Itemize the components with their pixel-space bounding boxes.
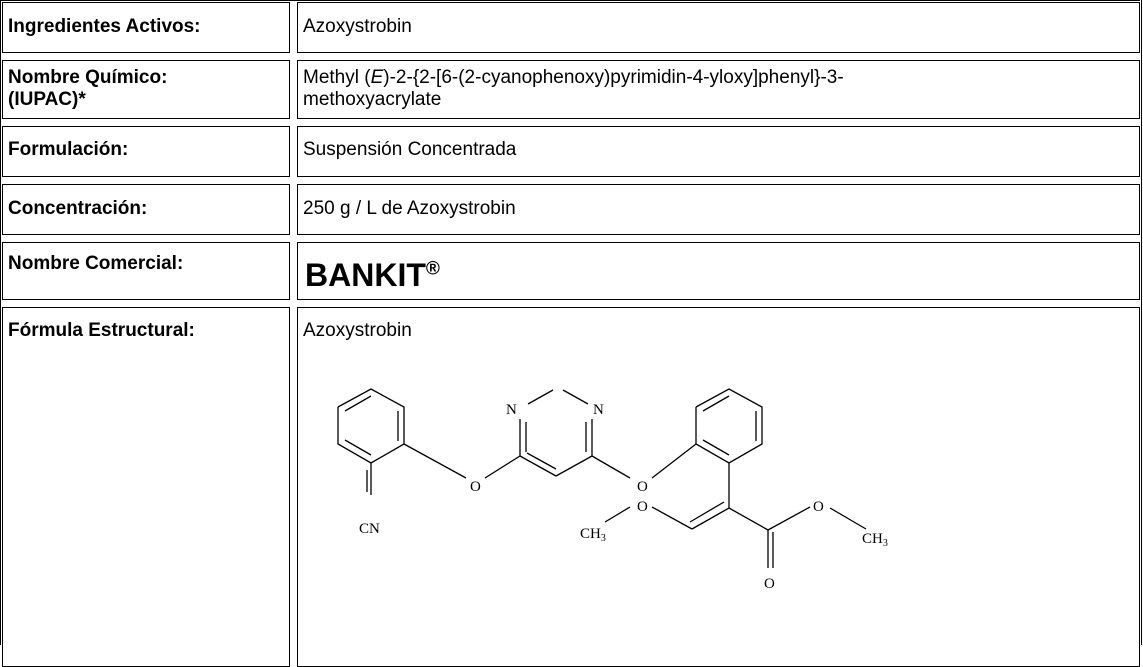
pyr-bond-6 [519,455,557,477]
right-ring-inner-1 [702,395,730,412]
value-nombre-quimico-italic: E [370,67,384,88]
pyr-bond-2 [527,389,554,405]
left-o-bond-a [403,443,467,479]
pyr-bond-3 [562,389,589,405]
left-ring-inner-1 [344,395,372,412]
value-cell-formulacion: Suspensión Concentrada [297,126,1140,177]
methoxy-ch3-bond [604,506,631,523]
pyrimidine-ring [519,389,593,477]
value-formulacion: Suspensión Concentrada [303,139,517,160]
label-formula-estructural: Fórmula Estructural: [8,320,195,341]
cn-label: CN [359,521,380,537]
right-oxygen: O [637,479,648,495]
value-nombre-comercial: BANKIT® [305,257,1139,293]
value-ingredientes-activos: Azoxystrobin [303,16,412,37]
value-nombre-quimico-line1: Methyl (E)-2-{2-[6-(2-cyanophenoxy)pyrim… [303,67,1134,89]
azoxystrobin-structure: CN O N N O O CH3 O CH3 O [337,388,888,592]
methoxy-oxygen: O [637,499,648,515]
value-formula-estructural: Azoxystrobin [303,320,412,341]
label-nombre-quimico-line1: Nombre Químico: [8,67,168,88]
value-concentracion: 250 g / L de Azoxystrobin [303,198,516,219]
pyrimidine-n2: N [593,402,604,418]
label-cell-ingredientes: Ingredientes Activos: [2,2,290,53]
frame-left-outer [0,0,1,645]
label-nombre-comercial: Nombre Comercial: [8,253,184,274]
label-cell-nombre-comercial: Nombre Comercial: [2,242,290,300]
label-ingredientes-activos: Ingredientes Activos: [8,16,201,37]
right-o-bond-b [651,443,697,479]
value-nombre-quimico-pre: Methyl ( [303,67,371,88]
pyr-bond-6b [526,452,557,470]
pyr-bond-5 [555,455,593,477]
label-cell-concentracion: Concentración: [2,184,290,235]
methoxy-o-bond [651,506,693,530]
chain-double-a [691,507,730,530]
label-cell-nombre-quimico: Nombre Químico: (IUPAC)* [2,60,290,119]
right-benzene-ring [695,388,763,464]
ester-oxygen: O [813,499,824,515]
chain-ester [728,507,769,531]
frame-top-outer [0,0,1140,1]
ester-o [767,506,811,531]
label-cell-formula-estructural: Fórmula Estructural: [2,307,290,667]
left-ring-inner-3 [344,439,372,456]
right-ring-bonds [695,388,763,464]
methoxy-ch3: CH3 [580,526,606,544]
label-cell-formulacion: Formulación: [2,126,290,177]
pyrimidine-n1: N [506,402,517,418]
value-cell-formula-estructural: Azoxystrobin [297,307,1140,667]
left-o-bond-b [484,455,521,479]
value-cell-concentracion: 250 g / L de Azoxystrobin [297,184,1140,235]
registered-mark: ® [425,258,440,280]
chain-double-b [689,501,725,523]
left-oxygen: O [470,479,481,495]
value-cell-nombre-comercial: BANKIT® [297,242,1140,300]
value-cell-ingredientes: Azoxystrobin [297,2,1140,53]
carbonyl-oxygen: O [764,576,775,592]
label-formulacion: Formulación: [8,139,129,160]
right-o-bond-a [591,455,631,479]
label-nombre-quimico: Nombre Químico: (IUPAC)* [3,67,289,111]
left-ring-bonds [337,388,405,464]
right-ring-inner-3 [702,439,730,456]
ester-ch3: CH3 [862,531,888,549]
ester-o-ch3 [829,507,867,530]
value-nombre-quimico-line2: methoxyacrylate [303,89,442,110]
value-nombre-quimico-post: )-2-{2-[6-(2-cyanophenoxy)pyrimidin-4-yl… [383,67,844,88]
left-benzene-ring [337,388,405,464]
value-nombre-quimico: Methyl (E)-2-{2-[6-(2-cyanophenoxy)pyrim… [298,67,1139,111]
brand-name: BANKIT [305,257,426,293]
label-nombre-quimico-line2: (IUPAC)* [8,89,86,110]
value-cell-nombre-quimico: Methyl (E)-2-{2-[6-(2-cyanophenoxy)pyrim… [297,60,1140,119]
frame-right-outer [1141,0,1142,645]
label-concentracion: Concentración: [8,198,148,219]
